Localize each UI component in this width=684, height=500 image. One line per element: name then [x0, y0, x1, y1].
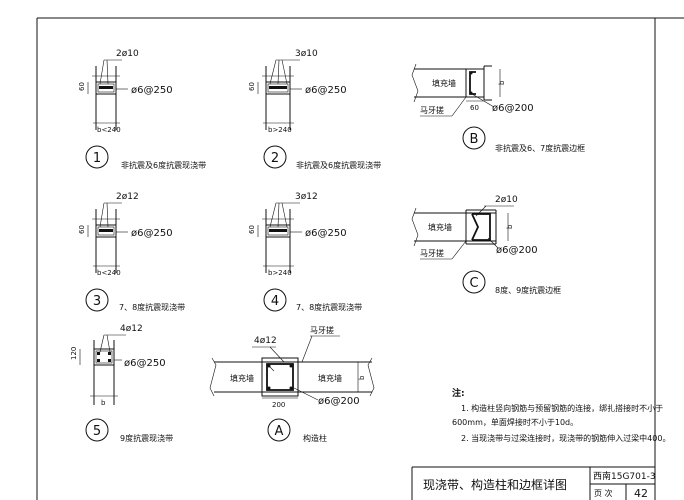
band-section	[265, 81, 291, 95]
stirrup-label: ø6@200	[496, 245, 538, 256]
detail-number-circle	[462, 126, 486, 150]
detail-number: 1	[93, 151, 101, 166]
stirrup-label: ø6@250	[131, 228, 173, 239]
detail-3: 2ø12 60 ø6@250 b<240 3 7、8度抗震现浇带	[78, 192, 185, 312]
detail-number-circle	[267, 418, 291, 442]
detail-c: 2ø10 填充墙 b 马牙搓 ø6@200 C 8度、9度抗震边框	[411, 195, 561, 295]
stirrup-label: ø6@250	[305, 228, 347, 239]
top-rebar-label: 3ø10	[295, 49, 318, 59]
width-dimension: b>240	[268, 126, 292, 134]
infill-wall-left-label: 填充墙	[230, 373, 254, 383]
detail-caption: 8度、9度抗震边框	[495, 285, 561, 295]
drawing-code: 西南15G701-3	[593, 470, 656, 482]
infill-wall-label: 填充墙	[432, 78, 456, 88]
detail-number-circle	[462, 270, 486, 294]
tooth-label: 马牙搓	[420, 248, 444, 258]
top-rebar-label: 3ø12	[295, 192, 318, 202]
note-line-1: 1. 构造柱竖向钢筋与预留钢筋的连接，绑扎搭接时不小于	[461, 403, 663, 413]
band-section	[93, 348, 115, 366]
tooth-label: 马牙搓	[310, 325, 334, 335]
column-stirrup	[266, 363, 294, 391]
detail-number: 4	[271, 294, 279, 309]
detail-number-circle	[85, 288, 109, 312]
detail-number: 3	[93, 294, 101, 309]
drawing-title: 现浇带、构造柱和边框详图	[423, 477, 567, 492]
detail-b: 填充墙 b 马牙搓 60 ø6@200 B 非抗震及6、7度抗震边框	[411, 63, 585, 153]
detail-number: B	[470, 132, 479, 147]
height-dimension: 60	[248, 82, 256, 91]
width-dimension: b	[498, 80, 506, 85]
stirrup-label: ø6@200	[318, 396, 360, 407]
detail-number-circle	[263, 145, 287, 169]
detail-number: A	[275, 424, 284, 439]
detail-caption: 7、8度抗震现浇带	[119, 302, 185, 312]
infill-wall-right-label: 填充墙	[318, 373, 342, 383]
width-dimension: b	[506, 224, 514, 229]
detail-5: 4ø12 120 ø6@250 b 5 9度抗震现浇带	[70, 324, 173, 443]
offset-dimension: 60	[470, 104, 479, 112]
detail-1: 2ø10 60 ø6@250 b<240 1 非抗震及6度抗震现浇带	[78, 49, 206, 170]
page-label: 页 次	[594, 488, 613, 498]
detail-caption: 构造柱	[303, 433, 327, 443]
detail-number: 2	[271, 151, 279, 166]
band-section	[265, 224, 291, 238]
height-dimension: 60	[78, 225, 86, 234]
height-dimension: 60	[78, 82, 86, 91]
detail-caption: 非抗震及6、7度抗震边框	[495, 143, 585, 153]
note-line-3: 2. 当现浇带与过梁连接时，现浇带的钢筋伸入过梁中400。	[461, 433, 670, 443]
notes-heading: 注:	[452, 387, 465, 399]
rebar-label: 2ø10	[495, 195, 518, 205]
width-dimension: b<240	[97, 269, 121, 277]
height-dimension: 120	[70, 347, 78, 360]
stirrup-label: ø6@250	[305, 85, 347, 96]
top-rebar-label: 4ø12	[120, 324, 143, 334]
detail-caption: 非抗震及6度抗震现浇带	[296, 160, 381, 170]
detail-number: C	[469, 276, 478, 291]
detail-caption: 7、8度抗震现浇带	[296, 302, 362, 312]
width-dimension: b	[358, 375, 366, 380]
detail-2: 3ø10 60 ø6@250 b>240 2 非抗震及6度抗震现浇带	[248, 49, 381, 170]
stirrup-label: ø6@200	[492, 103, 534, 114]
column-dimension: 200	[272, 401, 285, 409]
rebar-label: 4ø12	[254, 336, 277, 346]
tooth-label: 马牙搓	[420, 105, 444, 115]
infill-wall-label: 填充墙	[428, 222, 452, 232]
width-dimension: b>240	[268, 269, 292, 277]
width-dimension: b<240	[97, 126, 121, 134]
top-rebar-label: 2ø10	[116, 49, 139, 59]
stirrup-label: ø6@250	[131, 85, 173, 96]
detail-caption: 非抗震及6度抗震现浇带	[121, 160, 206, 170]
stirrup-label: ø6@250	[124, 358, 166, 369]
width-dimension: b	[101, 399, 106, 407]
title-block: 现浇带、构造柱和边框详图 西南15G701-3 页 次 42	[411, 466, 656, 500]
detail-number-circle	[85, 418, 109, 442]
band-section	[95, 224, 117, 238]
detail-number-circle	[85, 145, 109, 169]
detail-number: 5	[93, 424, 101, 439]
detail-caption: 9度抗震现浇带	[120, 433, 173, 443]
height-dimension: 60	[248, 225, 256, 234]
detail-a: 4ø12 马牙搓 填充墙 填充墙 b 200 ø6@200 A 构造柱	[209, 325, 375, 443]
detail-number-circle	[263, 288, 287, 312]
page-number: 42	[634, 487, 648, 500]
note-line-2: 600mm，单面焊接时不小于10d。	[452, 417, 578, 427]
notes: 注: 1. 构造柱竖向钢筋与预留钢筋的连接，绑扎搭接时不小于 600mm，单面焊…	[452, 387, 670, 443]
top-rebar-label: 2ø12	[116, 192, 139, 202]
detail-4: 3ø12 60 ø6@250 b>240 4 7、8度抗震现浇带	[248, 192, 362, 312]
band-section	[95, 81, 117, 95]
